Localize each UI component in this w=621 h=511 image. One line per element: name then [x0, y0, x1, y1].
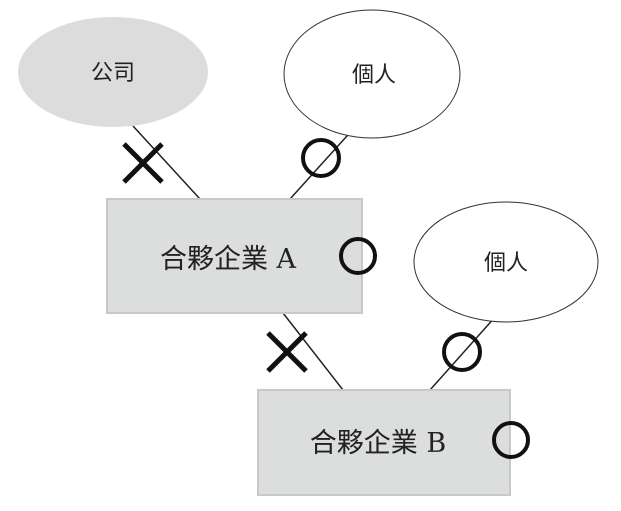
connector-individual-to-a	[289, 125, 357, 200]
partnership-b-label: 合夥企業 B	[310, 428, 446, 459]
empty-set-icon	[442, 332, 482, 372]
individual-top-label: 個人	[352, 63, 396, 88]
node-company: 公司	[18, 17, 208, 127]
circle-mark-icon	[492, 421, 530, 459]
node-partnership-a: 合夥企業 A	[106, 198, 363, 314]
connector-company-to-a	[132, 125, 201, 200]
circle-mark-icon	[339, 237, 377, 275]
node-partnership-b: 合夥企業 B	[257, 389, 511, 496]
node-individual-right: 個人	[413, 201, 599, 323]
partnership-a-label: 合夥企業 A	[160, 244, 297, 275]
connector-a-to-b	[282, 312, 344, 391]
connector-individual-to-b	[429, 315, 497, 391]
empty-set-icon	[301, 138, 341, 178]
company-label: 公司	[91, 61, 135, 86]
cross-icon	[122, 142, 164, 184]
cross-icon	[266, 331, 308, 373]
node-individual-top: 個人	[283, 9, 461, 139]
individual-right-label: 個人	[484, 251, 528, 276]
